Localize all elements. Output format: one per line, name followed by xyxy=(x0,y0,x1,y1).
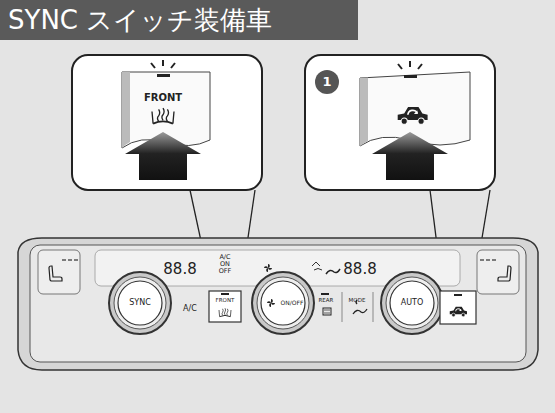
climate-panel xyxy=(480,259,496,261)
callout-box xyxy=(151,60,175,68)
climate-panel xyxy=(18,238,538,370)
button-label: FRONT xyxy=(143,92,184,104)
climate-panel xyxy=(440,291,476,324)
mode-button: MODE xyxy=(348,297,367,304)
callout-box xyxy=(152,108,174,123)
climate-panel xyxy=(109,272,171,334)
callout-box xyxy=(315,70,339,94)
climate-panel xyxy=(477,250,519,294)
climate-panel xyxy=(386,277,438,329)
climate-panel xyxy=(342,292,373,322)
climate-panel xyxy=(324,310,330,313)
climate-panel xyxy=(326,269,340,274)
climate-panel xyxy=(450,307,467,317)
climate-panel xyxy=(264,264,272,272)
callout-box xyxy=(72,55,262,190)
climate-panel xyxy=(38,250,80,294)
callout-box xyxy=(122,72,130,148)
fan-knob: ON/OFF xyxy=(280,299,305,307)
front-defrost-button: FRONT xyxy=(215,297,236,304)
rear-defrost-button: REAR xyxy=(318,297,335,304)
climate-panel xyxy=(219,308,231,316)
callout-box xyxy=(305,55,495,190)
button-text: MODE xyxy=(349,297,366,303)
panel-text: A/C ON OFF xyxy=(216,254,234,274)
callout-box xyxy=(305,55,495,190)
climate-panel xyxy=(252,272,314,334)
climate-panel xyxy=(209,291,241,322)
sync-knob: SYNC xyxy=(118,281,162,325)
climate-panel xyxy=(49,266,62,281)
climate-panel xyxy=(323,308,331,315)
panel-text: 88.8 xyxy=(163,262,196,278)
button-text: FRONT xyxy=(144,93,182,104)
button-text: ON/OFF xyxy=(281,300,304,306)
callout-number: 1 xyxy=(322,75,331,89)
button-text: AUTO xyxy=(401,299,424,307)
climate-panel xyxy=(498,266,511,281)
callout-box xyxy=(404,75,417,78)
climate-panel xyxy=(257,277,309,329)
callout-box xyxy=(125,132,201,180)
callout-box xyxy=(372,132,448,180)
climate-panel xyxy=(62,259,78,261)
climate-panel xyxy=(261,281,305,325)
climate-panel xyxy=(118,281,162,325)
climate-panel xyxy=(390,281,434,325)
climate-panel xyxy=(30,245,526,362)
climate-panel xyxy=(312,262,322,270)
callout-box xyxy=(360,78,368,146)
climate-panel xyxy=(114,277,166,329)
climate-panel xyxy=(18,238,538,370)
button-text: REAR xyxy=(319,297,334,303)
climate-panel xyxy=(221,293,229,295)
climate-panel xyxy=(454,294,462,296)
button-text: A/C xyxy=(183,305,197,313)
callout-box xyxy=(157,74,170,77)
climate-panel xyxy=(381,272,443,334)
callout-box xyxy=(398,61,422,69)
climate-panel xyxy=(267,299,275,307)
climate-panel xyxy=(321,293,329,295)
callout-box xyxy=(398,107,428,124)
button-text: FRONT xyxy=(216,297,235,303)
callout-box xyxy=(72,55,262,190)
panel-text: 88.8 xyxy=(343,262,376,278)
heading: SYNC スイッチ装備車 xyxy=(8,2,272,38)
ac-button: A/C xyxy=(182,304,198,314)
header-band xyxy=(0,0,358,40)
auto-knob: AUTO xyxy=(390,281,434,325)
button-text: SYNC xyxy=(129,299,151,307)
